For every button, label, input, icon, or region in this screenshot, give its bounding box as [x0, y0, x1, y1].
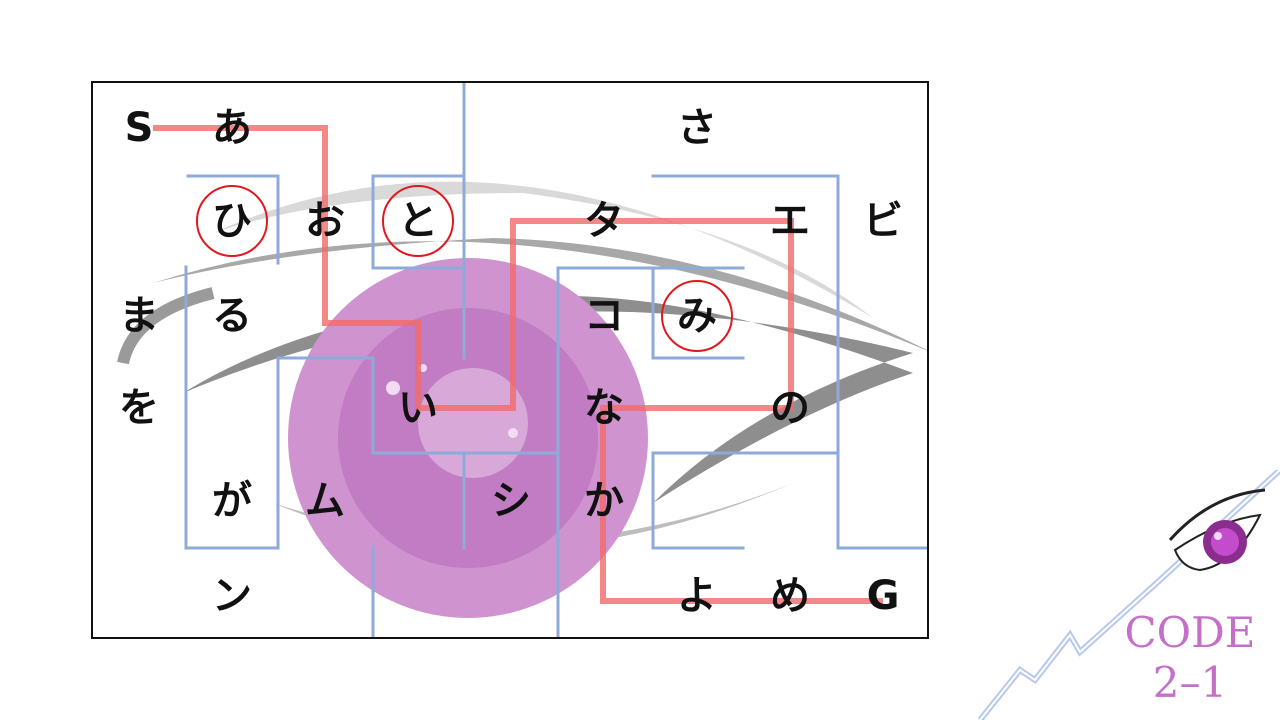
- maze-board: S あ さひおと タ エ ビま る コみを い な のが ム シ かン よ め G: [91, 81, 929, 639]
- maze-cell-r4-c2: ム: [305, 478, 345, 524]
- code-number: 2–1: [1152, 658, 1228, 707]
- maze-cell-r4-c4: シ: [491, 478, 531, 524]
- maze-cell-r2-c5: コ: [584, 293, 624, 339]
- maze-cell-r0-c6: さ: [677, 105, 717, 151]
- maze-cell-r5-c7: め: [770, 573, 810, 619]
- maze-cell-r3-c0: を: [119, 385, 159, 431]
- maze-layer: [117, 83, 927, 637]
- maze-cell-r0-c1: あ: [212, 105, 252, 151]
- maze-cell-r1-c2: お: [305, 198, 345, 244]
- code-title: CODE: [1124, 608, 1256, 657]
- maze-cell-r4-c1: が: [212, 478, 252, 524]
- maze-cell-r3-c5: な: [584, 385, 624, 431]
- maze-cell-r1-c3: と: [378, 185, 458, 257]
- maze-cell-r1-c5: タ: [584, 198, 624, 244]
- maze-cell-r4-c5: か: [584, 478, 624, 524]
- maze-cell-r3-c7: の: [770, 385, 810, 431]
- maze-cell-r2-c1: る: [212, 293, 252, 339]
- eye-icon: [1168, 488, 1266, 572]
- corner-decoration: [977, 470, 1280, 720]
- maze-cell-r5-c6: よ: [677, 573, 717, 619]
- maze-cell-r1-c1: ひ: [192, 185, 272, 257]
- maze-cell-r1-c8: ビ: [863, 198, 903, 244]
- maze-cell-r5-c1: ン: [212, 573, 252, 619]
- maze-cell-r0-c0: S: [124, 105, 154, 151]
- maze-cell-r3-c3: い: [398, 385, 438, 431]
- maze-cell-r2-c0: ま: [119, 293, 159, 339]
- code-label: CODE 2–1: [1090, 608, 1280, 708]
- maze-cell-r1-c7: エ: [770, 198, 810, 244]
- maze-walls: [184, 83, 927, 637]
- maze-cell-r2-c6: み: [657, 280, 737, 352]
- solution-path: [153, 125, 883, 604]
- maze-cell-r5-c8: G: [866, 573, 900, 619]
